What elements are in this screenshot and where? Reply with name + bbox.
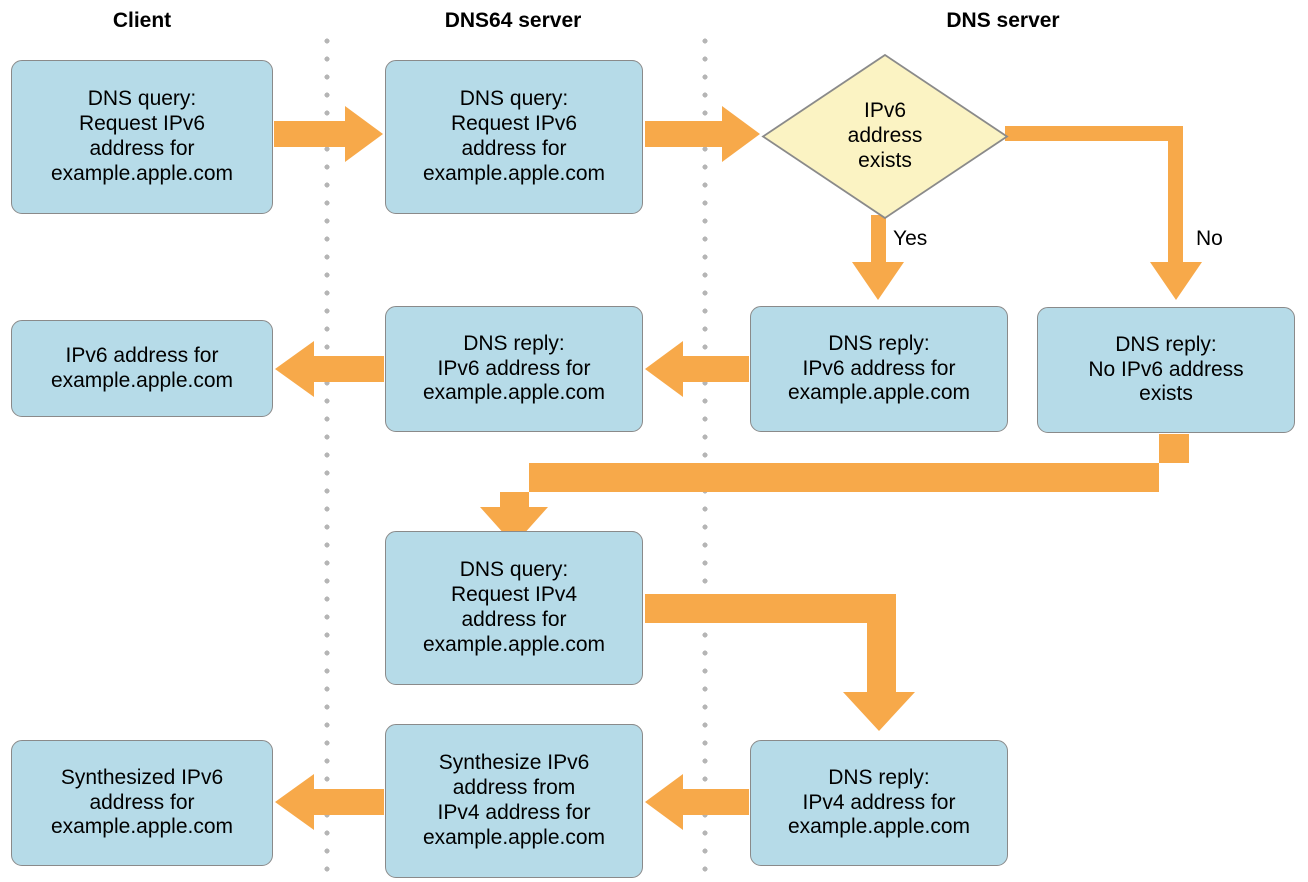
arrow-decision-no bbox=[1005, 126, 1202, 300]
node-dns-reply-ipv4[interactable]: DNS reply: IPv4 address for example.appl… bbox=[750, 740, 1008, 866]
node-dns64-query-ipv4[interactable]: DNS query: Request IPv4 address for exam… bbox=[385, 531, 643, 685]
node-dns-reply-ipv6[interactable]: DNS reply: IPv6 address for example.appl… bbox=[750, 306, 1008, 432]
arrow-no-ipv6-to-query-ipv4 bbox=[480, 434, 1189, 545]
swimlane-divider-dns64-dns bbox=[702, 32, 708, 882]
node-dns64-query-ipv6[interactable]: DNS query: Request IPv6 address for exam… bbox=[385, 60, 643, 214]
column-title-dns64-server: DNS64 server bbox=[444, 9, 582, 32]
column-title-client: Client bbox=[112, 9, 172, 32]
swimlane-divider-client-dns64 bbox=[324, 32, 330, 882]
node-decision-ipv6-exists[interactable]: IPv6 address exists bbox=[761, 53, 1009, 220]
column-title-dns-server: DNS server bbox=[946, 9, 1060, 32]
node-dns64-reply-ipv6[interactable]: DNS reply: IPv6 address for example.appl… bbox=[385, 306, 643, 432]
diamond-shape bbox=[761, 53, 1009, 220]
node-client-reply-ipv6[interactable]: IPv6 address for example.apple.com bbox=[11, 320, 273, 417]
arrow-query-ipv4-to-dns-reply-ipv4 bbox=[645, 594, 915, 731]
node-client-query-ipv6[interactable]: DNS query: Request IPv6 address for exam… bbox=[11, 60, 273, 214]
edge-label-yes: Yes bbox=[893, 227, 928, 250]
node-dns-reply-no-ipv6[interactable]: DNS reply: No IPv6 address exists bbox=[1037, 307, 1295, 433]
node-client-synthesized-ipv6[interactable]: Synthesized IPv6 address for example.app… bbox=[11, 740, 273, 866]
decision-label: IPv6 address exists bbox=[847, 99, 923, 172]
edge-label-no: No bbox=[1196, 227, 1223, 250]
arrow-dns-reply-to-dns64-reply bbox=[645, 341, 749, 397]
arrow-dns-reply-ipv4-to-synthesize bbox=[645, 774, 749, 830]
node-dns64-synthesize-ipv6[interactable]: Synthesize IPv6 address from IPv4 addres… bbox=[385, 724, 643, 878]
